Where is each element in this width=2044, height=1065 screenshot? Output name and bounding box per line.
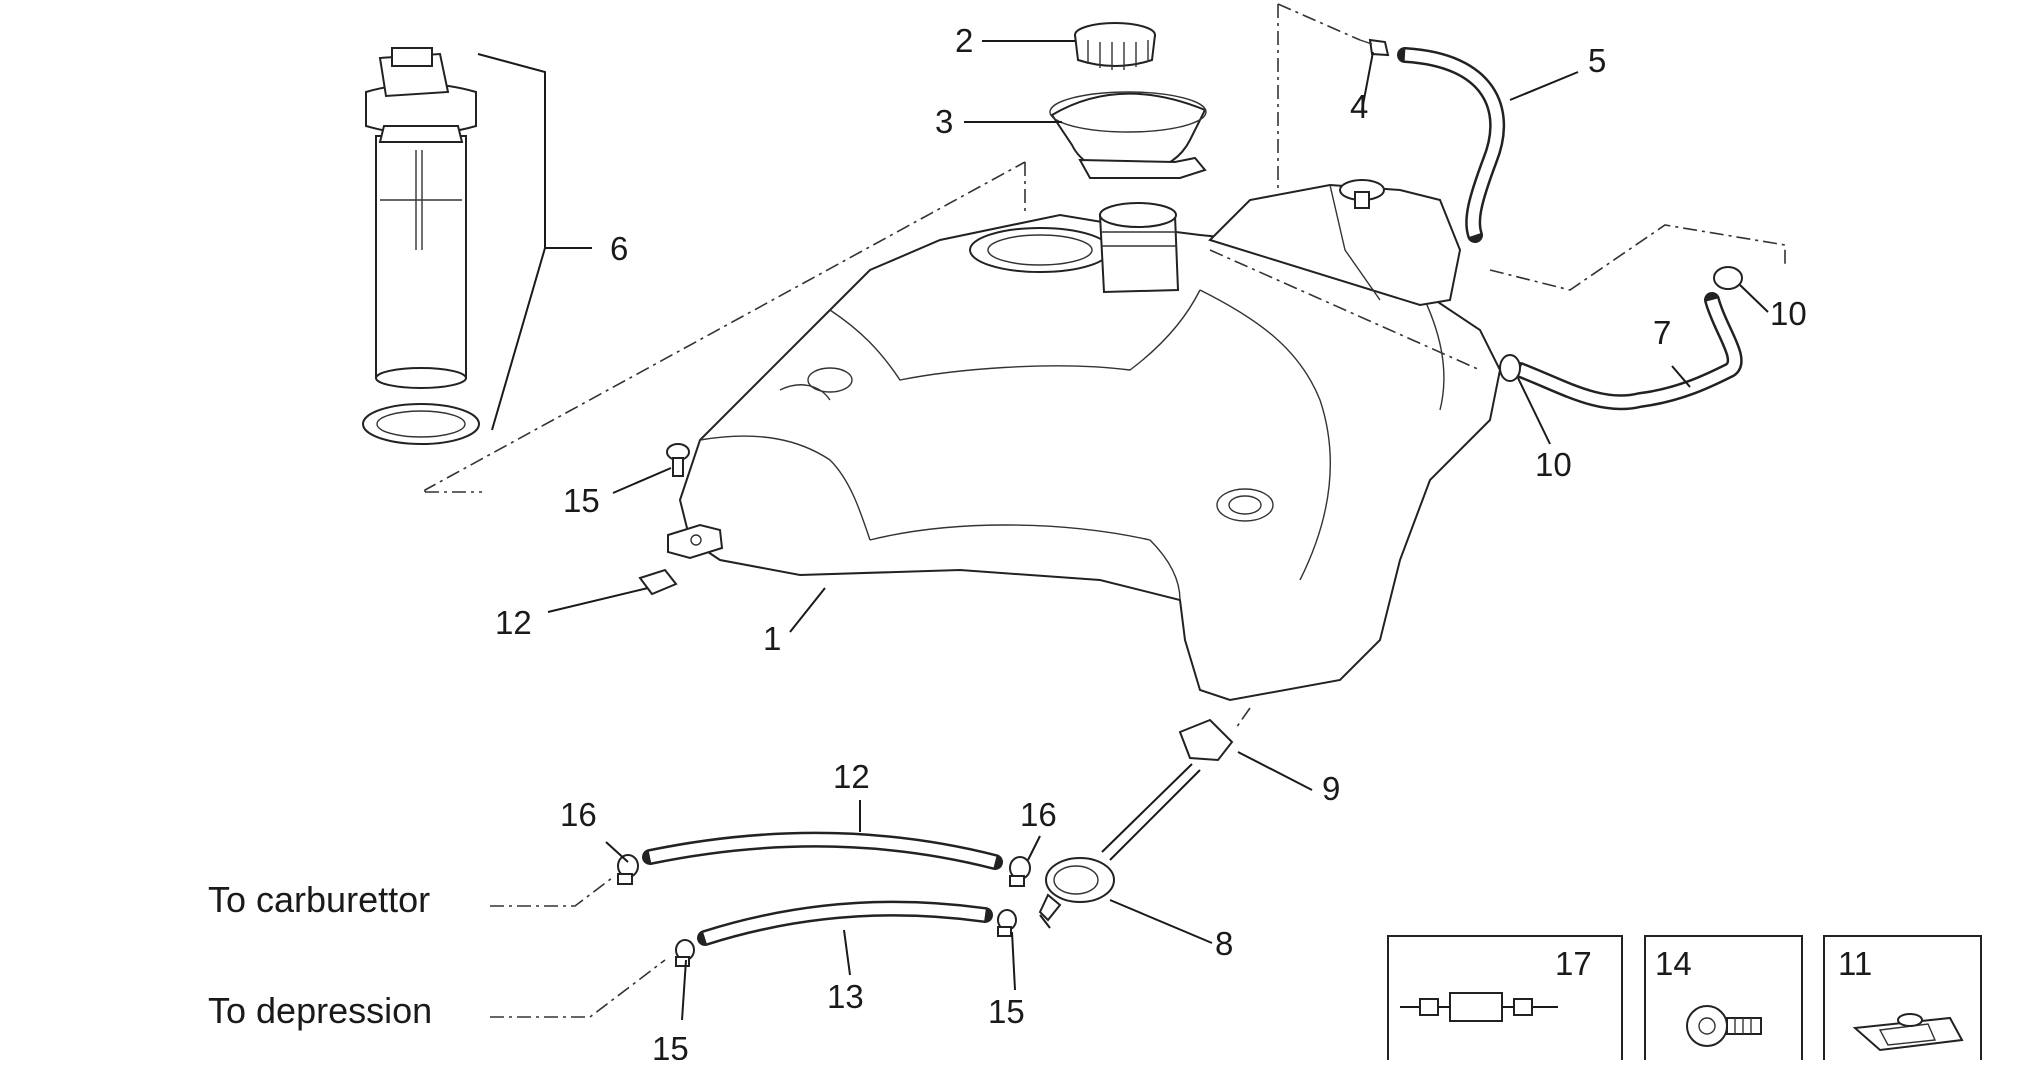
label-part-13: 13 <box>827 978 864 1015</box>
hose-clamp-lower <box>1499 354 1521 382</box>
clip-12-tank <box>638 568 678 596</box>
to-carburettor-label: To carburettor <box>208 879 430 920</box>
label-part-14: 14 <box>1655 945 1692 982</box>
hose-clip-15-right <box>997 909 1017 937</box>
inset-box-17 <box>1387 935 1623 1065</box>
label-part-7: 7 <box>1653 314 1671 351</box>
label-part-6: 6 <box>610 230 628 267</box>
label-1-part-2: 2 <box>955 22 973 59</box>
fuel-valve-assembly <box>1038 718 1234 929</box>
part-labels: 2 3 4 5 6 7 8 9 10 10 12 12 13 15 15 15 … <box>495 22 1872 1065</box>
label-part-16-right: 16 <box>1020 796 1057 833</box>
label-part-15-screw: 15 <box>563 482 600 519</box>
label-part-17: 17 <box>1555 945 1592 982</box>
label-part-4: 4 <box>1350 88 1368 125</box>
label-part-15-right: 15 <box>988 993 1025 1030</box>
hose-clip-16-right <box>1009 856 1031 887</box>
leader-lines <box>547 40 1769 1021</box>
vent-hose-top <box>1359 38 1506 243</box>
label-part-1: 1 <box>763 620 781 657</box>
label-part-15-left: 15 <box>652 1030 689 1060</box>
label-part-12-clip: 12 <box>495 604 532 641</box>
hose-clamp-upper <box>1713 266 1743 290</box>
inset-box-11 <box>1823 935 1982 1065</box>
fuel-pump-unit <box>362 47 592 445</box>
inset-box-14 <box>1644 935 1803 1065</box>
to-depression-label: To depression <box>208 990 432 1031</box>
label-part-12-hose: 12 <box>833 758 870 795</box>
label-part-5: 5 <box>1588 42 1606 79</box>
label-part-9: 9 <box>1322 770 1340 807</box>
label-part-16-left: 16 <box>560 796 597 833</box>
vent-hose-right <box>1499 266 1743 411</box>
filler-funnel <box>1049 91 1207 179</box>
assembly-guide-lines <box>424 3 1786 1018</box>
fuel-tank <box>667 179 1502 702</box>
label-part-3: 3 <box>935 103 953 140</box>
label-part-8: 8 <box>1215 925 1233 962</box>
fuel-hoses-lower <box>617 831 1031 967</box>
label-part-10-lower: 10 <box>1535 446 1572 483</box>
label-part-11: 11 <box>1838 945 1872 982</box>
label-part-10-upper: 10 <box>1770 295 1807 332</box>
filler-cap <box>1074 22 1156 70</box>
screw-15-tank <box>666 443 690 477</box>
hose-clip-16-left <box>617 854 639 885</box>
